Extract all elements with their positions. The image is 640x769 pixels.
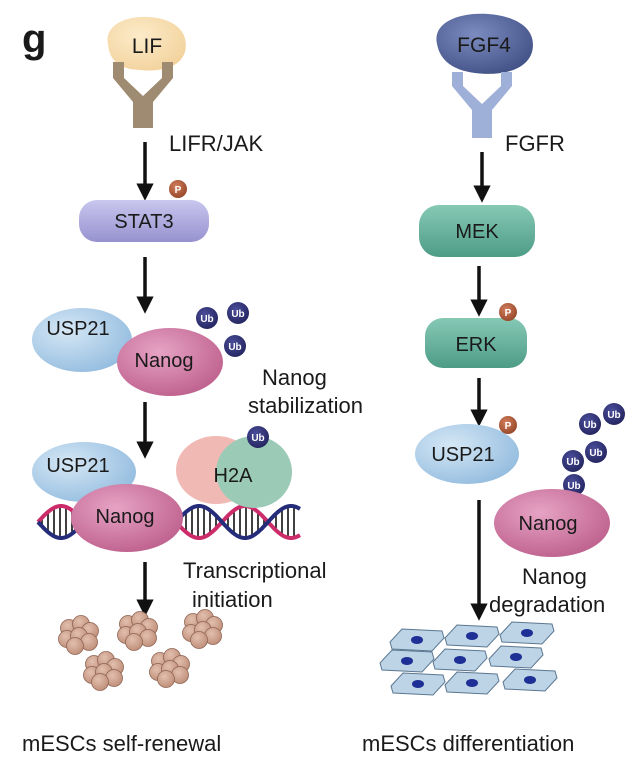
ubiquitin-badge: Ub [603,403,625,425]
stat3-node: STAT3 [79,200,209,242]
svg-text:Ub: Ub [231,309,244,320]
fgfr-label: FGFR [505,131,565,156]
transcriptional-initiation-line2: initiation [192,587,273,612]
nanog-stabilization-line1: Nanog [262,365,327,390]
usp21-label: USP21 [46,318,109,340]
svg-text:Ub: Ub [251,433,264,444]
usp21-chromatin-label: USP21 [46,455,109,477]
nanog-right-label: Nanog [519,513,578,535]
phospho-badge: P [169,180,187,198]
stat3-label: STAT3 [114,211,173,233]
ubiquitin-chain: Ub Ub Ub Ub Ub [562,403,625,496]
nanog-degradation-line2: degradation [489,592,605,617]
es-colony [83,651,124,691]
differentiated-cell [488,645,544,669]
svg-text:Ub: Ub [566,457,579,468]
ubiquitin-badge: Ub [247,426,269,448]
fgfr-receptor [452,72,512,138]
differentiated-cell [499,621,555,645]
lif-ligand: LIF [107,16,186,71]
svg-text:P: P [505,421,512,432]
erk-label: ERK [455,334,497,356]
differentiated-cells [379,621,558,696]
lifr-receptor [113,62,173,128]
h2a-node: H2A [176,436,292,508]
ubiquitin-badge: Ub [585,441,607,463]
panel-letter: g [22,17,46,61]
svg-text:Ub: Ub [589,448,602,459]
nanog-stabilization-line2: stabilization [248,393,363,418]
svg-text:Ub: Ub [567,481,580,492]
es-colony [149,648,190,688]
lifr-jak-label: LIFR/JAK [169,131,263,156]
svg-text:Ub: Ub [607,410,620,421]
differentiated-cell [502,668,558,692]
phospho-badge: P [499,416,517,434]
usp21-right-label: USP21 [431,444,494,466]
erk-node: ERK [425,318,527,368]
phospho-badge: P [499,303,517,321]
usp21-node-right: USP21 [415,424,519,484]
svg-text:Ub: Ub [583,420,596,431]
es-colony [117,611,158,651]
es-colony [182,609,223,649]
usp21-node: USP21 [32,308,132,372]
nanog-node-chromatin: Nanog [71,484,183,552]
mek-node: MEK [419,205,535,257]
differentiated-cell [390,672,446,696]
differentiated-cell [432,648,488,672]
differentiated-cell [379,649,435,673]
nanog-node: Nanog [117,328,223,396]
differentiated-cell [444,671,500,695]
self-renewal-label: mESCs self-renewal [22,731,221,756]
ubiquitin-badge: Ub [227,302,249,324]
ubiquitin-badge: Ub [579,413,601,435]
lif-label: LIF [132,35,162,58]
svg-text:Ub: Ub [228,342,241,353]
nanog-label: Nanog [135,350,194,372]
ubiquitin-badge: Ub [224,335,246,357]
svg-text:P: P [175,185,182,196]
mek-label: MEK [455,221,499,243]
svg-text:P: P [505,308,512,319]
fgf4-label: FGF4 [457,34,511,57]
differentiated-cell [389,628,445,652]
h2a-label: H2A [214,465,254,487]
differentiated-cell [444,624,500,648]
transcriptional-initiation-line1: Transcriptional [183,558,326,583]
nanog-node-right: Nanog [494,489,610,557]
svg-text:Ub: Ub [200,314,213,325]
es-colonies [58,609,223,691]
ubiquitin-badge: Ub [196,307,218,329]
differentiation-label: mESCs differentiation [362,731,574,756]
ubiquitin-badge: Ub [562,450,584,472]
nanog-degradation-line1: Nanog [522,564,587,589]
fgf4-ligand: FGF4 [436,13,533,74]
es-colony [58,615,99,655]
nanog-chromatin-label: Nanog [96,506,155,528]
